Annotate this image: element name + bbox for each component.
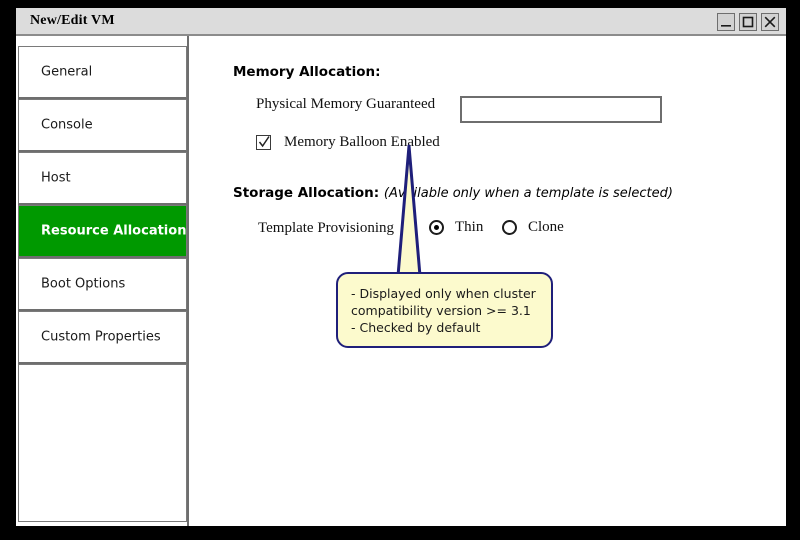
sidebar-item-boot-options[interactable]: Boot Options bbox=[18, 258, 187, 311]
sidebar-item-label: Boot Options bbox=[41, 276, 126, 292]
sidebar-item-resource-allocation[interactable]: Resource Allocation bbox=[18, 205, 187, 258]
sidebar-item-general[interactable]: General bbox=[18, 46, 187, 99]
callout-pointer bbox=[389, 144, 429, 289]
callout-tooltip-text: - Displayed only when cluster compatibil… bbox=[351, 286, 536, 335]
sidebar-nav: General Console Host Resource Allocation… bbox=[18, 36, 189, 526]
physical-memory-guaranteed-label: Physical Memory Guaranteed bbox=[256, 96, 436, 112]
radio-clone-label: Clone bbox=[528, 218, 564, 235]
dialog-body: General Console Host Resource Allocation… bbox=[16, 36, 786, 526]
sidebar-item-label: Resource Allocation bbox=[41, 223, 187, 239]
sidebar-item-console[interactable]: Console bbox=[18, 99, 187, 152]
provisioning-option-thin[interactable]: Thin bbox=[429, 218, 483, 236]
radio-thin-icon[interactable] bbox=[429, 219, 444, 235]
new-edit-vm-dialog: New/Edit VM bbox=[16, 8, 786, 526]
physical-memory-guaranteed-input[interactable] bbox=[460, 96, 662, 123]
sidebar-empty-area bbox=[18, 364, 187, 522]
memory-balloon-label: Memory Balloon Enabled bbox=[284, 133, 440, 150]
sidebar-item-label: Host bbox=[41, 170, 71, 186]
provisioning-option-clone[interactable]: Clone bbox=[502, 218, 564, 236]
storage-allocation-note: (Available only when a template is selec… bbox=[383, 186, 673, 201]
close-icon bbox=[762, 14, 778, 30]
main-panel: Memory Allocation: Physical Memory Guara… bbox=[189, 36, 786, 526]
memory-balloon-row[interactable]: Memory Balloon Enabled bbox=[256, 133, 440, 153]
radio-clone-icon[interactable] bbox=[502, 219, 517, 235]
sidebar-item-label: General bbox=[41, 64, 93, 80]
maximize-icon bbox=[740, 14, 756, 30]
callout-tooltip: - Displayed only when cluster compatibil… bbox=[336, 272, 553, 348]
window-title: New/Edit VM bbox=[30, 13, 115, 28]
title-bar: New/Edit VM bbox=[16, 8, 786, 36]
close-button[interactable] bbox=[761, 13, 779, 31]
minimize-button[interactable] bbox=[717, 13, 735, 31]
sidebar-item-label: Console bbox=[41, 117, 93, 133]
sidebar-item-host[interactable]: Host bbox=[18, 152, 187, 205]
sidebar-item-label: Custom Properties bbox=[41, 329, 161, 345]
memory-allocation-heading: Memory Allocation: bbox=[233, 64, 381, 80]
storage-allocation-heading: Storage Allocation: (Available only when… bbox=[233, 185, 673, 201]
storage-allocation-heading-text: Storage Allocation: bbox=[233, 185, 380, 201]
maximize-button[interactable] bbox=[739, 13, 757, 31]
sidebar-item-custom-properties[interactable]: Custom Properties bbox=[18, 311, 187, 364]
radio-thin-label: Thin bbox=[455, 218, 484, 235]
minimize-icon bbox=[718, 14, 734, 30]
template-provisioning-label: Template Provisioning bbox=[258, 220, 395, 236]
memory-balloon-checkbox[interactable] bbox=[256, 134, 271, 150]
